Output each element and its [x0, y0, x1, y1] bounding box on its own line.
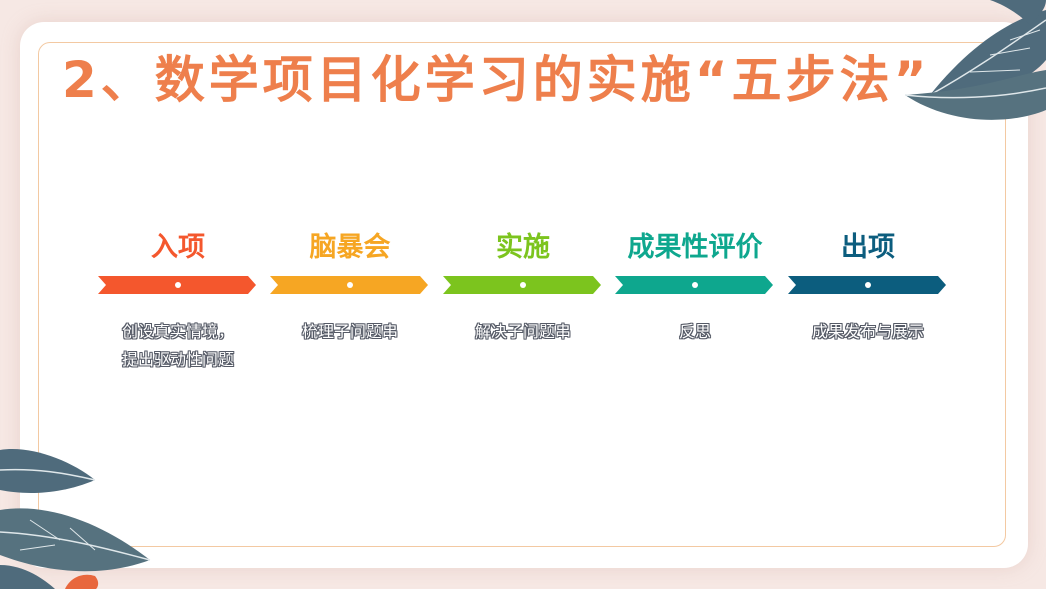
step-title: 成果性评价 — [627, 232, 763, 263]
step-arrow — [788, 276, 946, 294]
step-arrow — [615, 276, 773, 294]
step-description-line: 提出驱动性问题 — [121, 350, 234, 369]
step-description: 成果发布与展示 — [788, 318, 948, 346]
leaf-decoration-bottom-left — [0, 449, 151, 589]
step-arrow — [98, 276, 256, 294]
step-description-line: 反思 — [678, 322, 711, 341]
step-description-line: 梳理子问题串 — [301, 322, 398, 341]
step-dot — [520, 282, 526, 288]
step-title: 入项 — [151, 232, 205, 263]
step-description: 梳理子问题串 — [270, 318, 430, 346]
step-arrow — [443, 276, 601, 294]
step-dot — [692, 282, 698, 288]
step-dot — [347, 282, 353, 288]
step-description: 反思 — [615, 318, 775, 346]
leaf-decoration-top-right — [904, 0, 1046, 120]
step-title: 实施 — [496, 232, 550, 263]
step-description-line: 创设真实情境， — [121, 322, 234, 341]
step-description: 解决子问题串 — [443, 318, 603, 346]
step-description-line: 解决子问题串 — [474, 322, 571, 341]
slide-frame — [38, 42, 1006, 547]
slide-card — [20, 22, 1028, 568]
step-arrow — [270, 276, 428, 294]
step-description: 创设真实情境， 提出驱动性问题 — [98, 318, 258, 374]
step-title: 出项 — [841, 232, 895, 263]
step-dot — [175, 282, 181, 288]
step-dot — [865, 282, 871, 288]
page-title: 2、数学项目化学习的实施“五步法” — [62, 51, 931, 109]
step-description-line: 成果发布与展示 — [811, 322, 924, 341]
step-title: 脑暴会 — [309, 232, 391, 263]
